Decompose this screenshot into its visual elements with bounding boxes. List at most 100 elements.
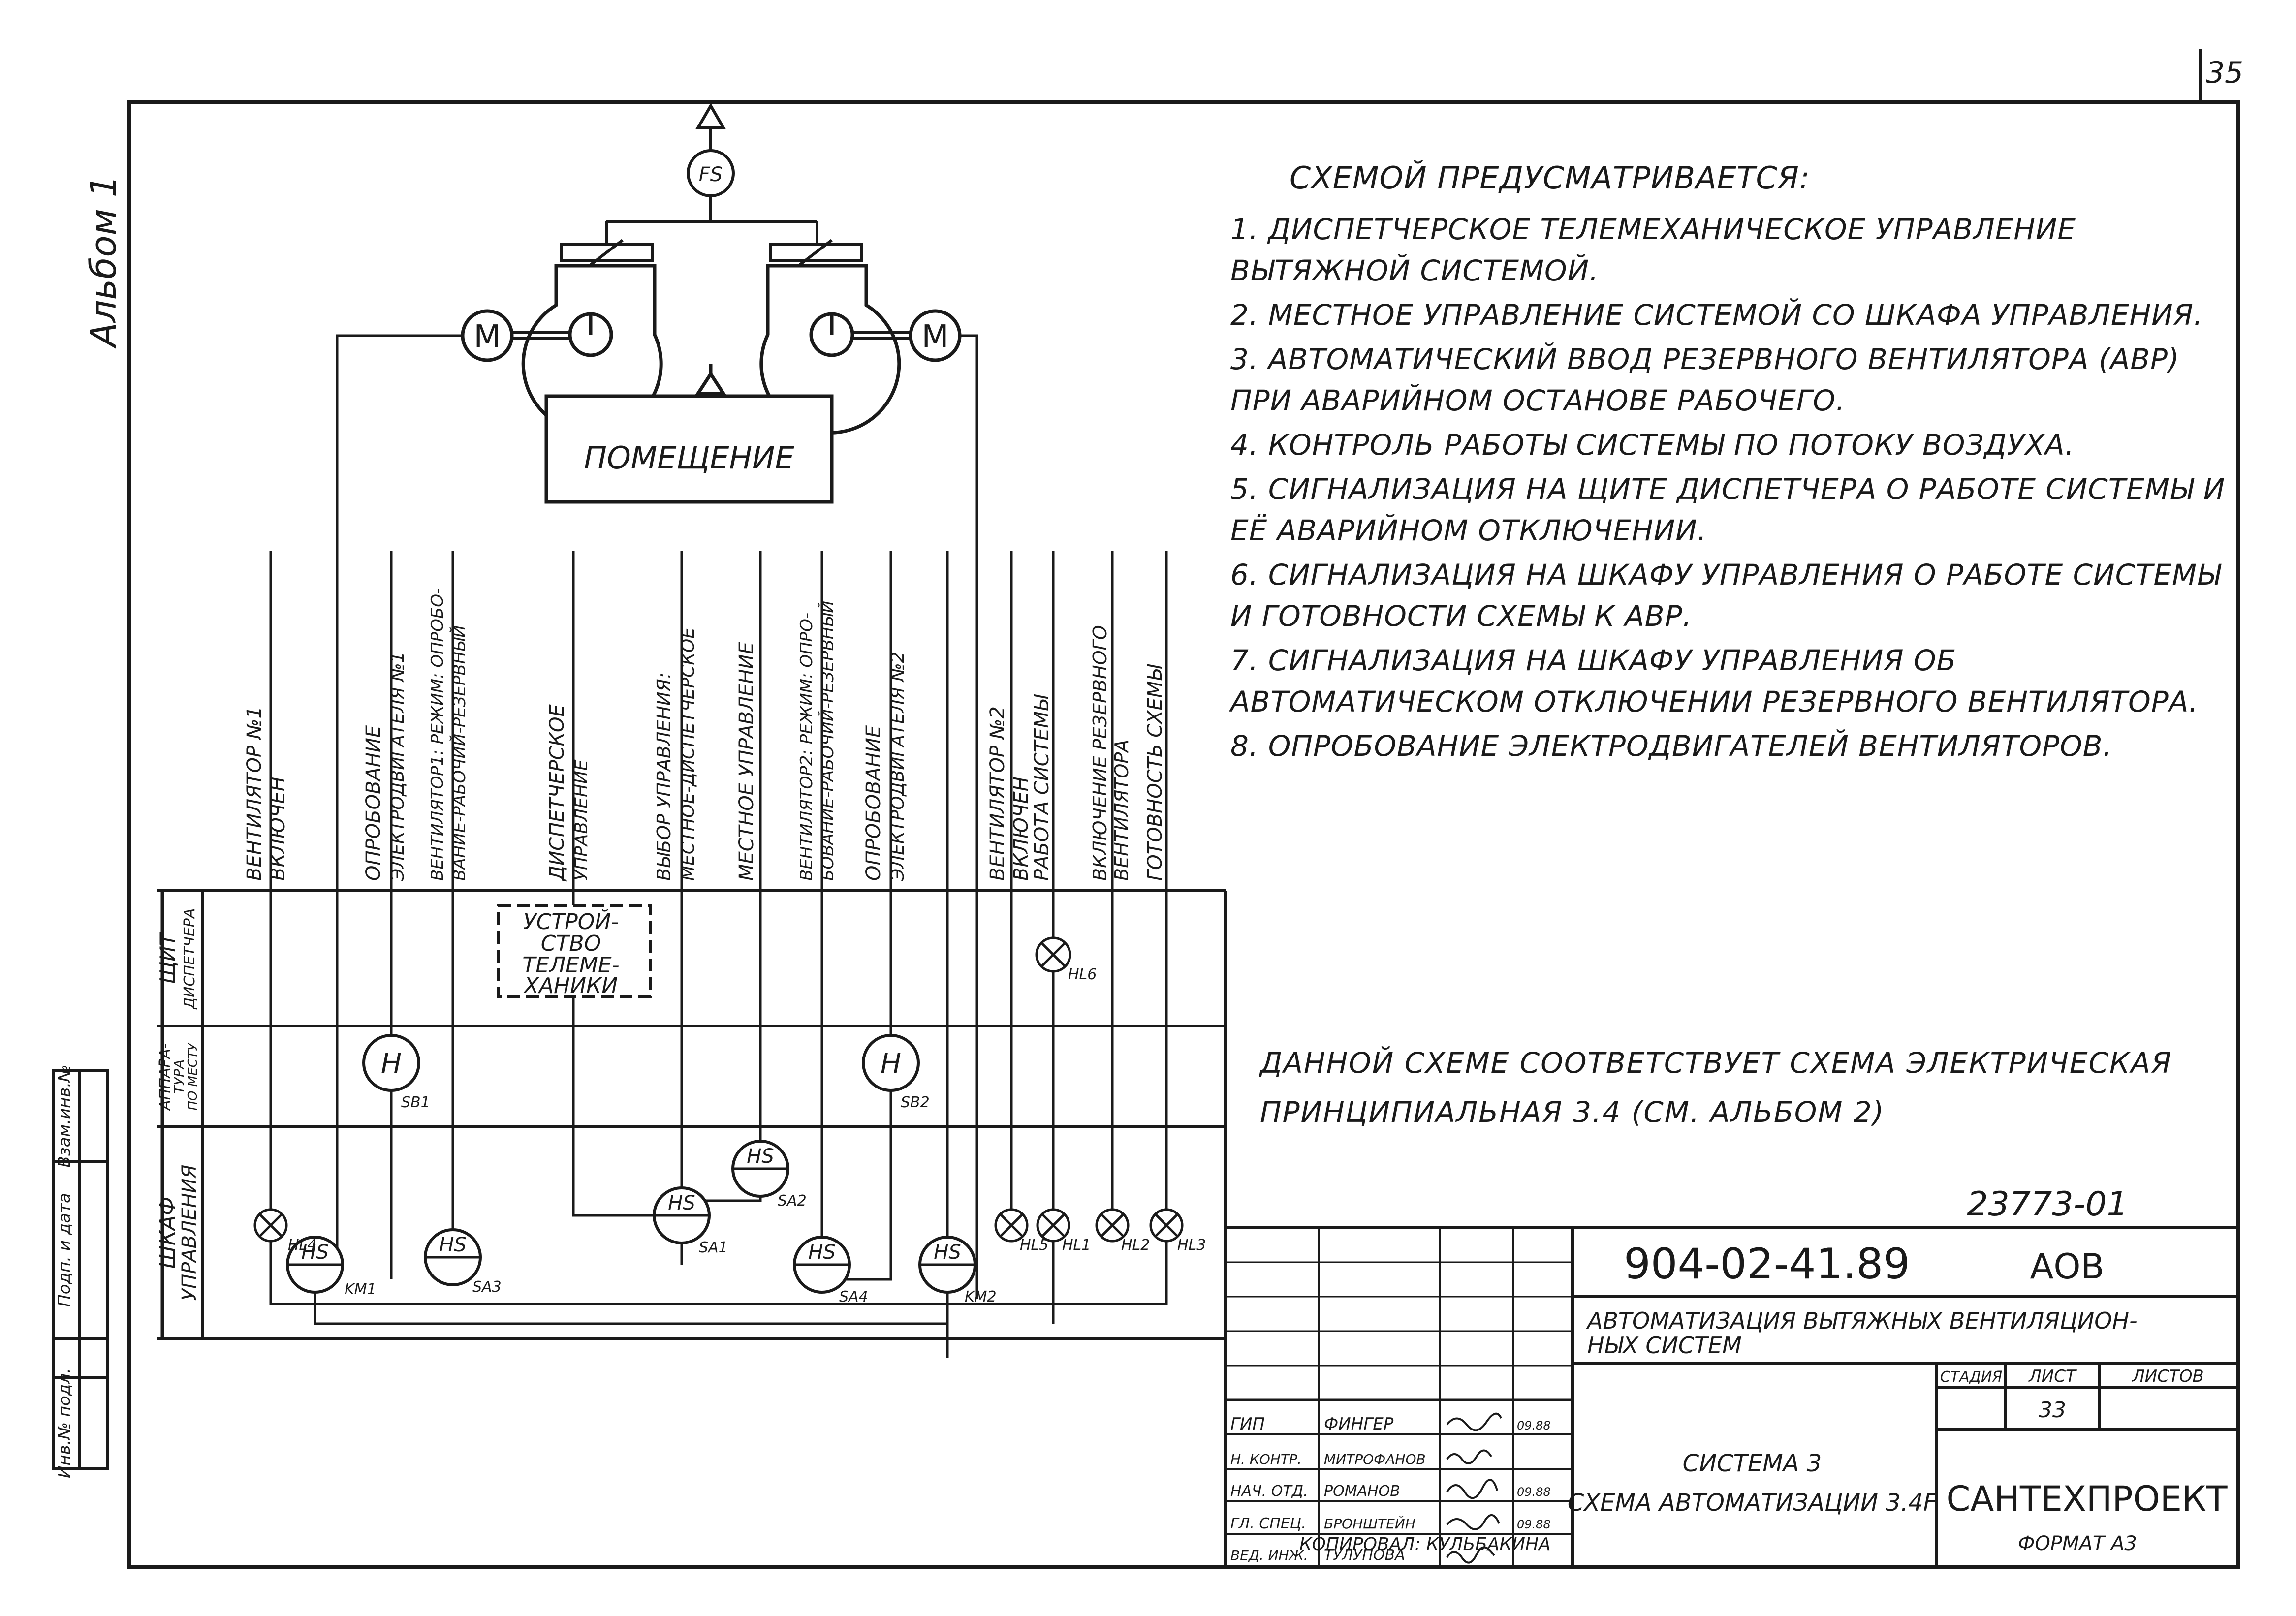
sheets-label: ЛИСТОВ <box>2131 1367 2204 1386</box>
motor-2-label: M <box>921 319 948 355</box>
title-block-grid <box>1224 1226 2238 1567</box>
flow-sensor-fs: FS <box>687 149 735 197</box>
sheet-number: 33 <box>2039 1398 2066 1423</box>
damper-fan-2 <box>769 239 863 266</box>
format: ФОРМАТ А3 <box>2018 1532 2137 1555</box>
lamp-hl2 <box>1095 1208 1130 1243</box>
tag-hl4: HL4 <box>288 1237 316 1254</box>
project-title-1: АВТОМАТИЗАЦИЯ ВЫТЯЖНЫХ ВЕНТИЛЯЦИОН- <box>1586 1307 2138 1334</box>
col-system-run: РАБОТА СИСТЕМЫ <box>1031 694 1053 881</box>
tag-hl1: HL1 <box>1062 1237 1091 1254</box>
signer-date-1: 09.88 <box>1517 1419 1551 1432</box>
tag-sa3: SA3 <box>472 1278 502 1296</box>
signal-lines <box>269 551 1168 1358</box>
switch-sa3: HS <box>424 1228 482 1286</box>
note-item-8: 8. Опробование электродвигателей вентиля… <box>1230 729 2113 763</box>
signatures <box>1446 1412 1502 1564</box>
room-label: ПОМЕЩЕНИЕ <box>584 440 794 476</box>
col-test-m2-1: ОПРОБОВАНИЕ <box>862 725 885 881</box>
signer-date-3: 09.88 <box>1517 1485 1551 1499</box>
svg-text:HS: HS <box>747 1145 774 1168</box>
col-fan1-on-1: ВЕНТИЛЯТОР №1 <box>243 706 266 881</box>
document-suffix: АОВ <box>2030 1246 2104 1287</box>
col-reserve-2: ВЕНТИЛЯТОРА <box>1111 740 1132 881</box>
note-item-4: 4. Контроль работы системы по потоку воз… <box>1230 428 2075 462</box>
switch-sa4: HS <box>793 1236 851 1294</box>
room-box <box>544 364 834 504</box>
tag-hl2: HL2 <box>1121 1237 1150 1254</box>
tag-sa1: SA1 <box>699 1239 728 1256</box>
signer-role-3: НАЧ. ОТД. <box>1230 1483 1308 1500</box>
row-local-2: ТУРА <box>171 1059 187 1094</box>
project-title-2: НЫХ СИСТЕМ <box>1587 1332 1742 1359</box>
motor-wires <box>336 334 978 1279</box>
motor-1-label: M <box>473 319 501 355</box>
svg-text:H: H <box>881 1048 901 1080</box>
lamp-hl3 <box>1149 1208 1184 1243</box>
stamp-replace-inv: Взам.инв.№ <box>55 1064 74 1167</box>
col-fan2-mode-1: ВЕНТИЛЯТОР2: РЕЖИМ: ОПРО- <box>797 613 817 881</box>
column-headers: ВЕНТИЛЯТОР №1 ВКЛЮЧЕН ОПРОБОВАНИЕ ЭЛЕКТР… <box>243 588 1166 882</box>
album-label: Альбом 1 <box>83 175 124 348</box>
note-item-2: 2. Местное управление системой со шкафа … <box>1230 298 2203 332</box>
col-fan1-mode-1: ВЕНТИЛЯТОР1: РЕЖИМ: ОПРОБО- <box>428 588 447 881</box>
tag-sb2: SB2 <box>901 1094 930 1111</box>
switch-symbols: HS HS HS HS HS HS <box>286 1140 976 1294</box>
tag-sa4: SA4 <box>839 1288 868 1305</box>
stage-label: СТАДИЯ <box>1940 1368 2003 1386</box>
damper-fan-1 <box>560 239 654 266</box>
cabinet-wiring <box>269 996 1168 1325</box>
push-button-sb2: H <box>862 1034 920 1092</box>
drawing-title-1: СИСТЕМА 3 <box>1683 1450 1822 1477</box>
switch-km1: HS <box>286 1236 344 1294</box>
organization: САНТЕХПРОЕКТ <box>1947 1479 2228 1519</box>
signer-date-4: 09.88 <box>1517 1518 1551 1531</box>
col-fan1-mode-2: ВАНИЕ-РАБОЧИЙ-РЕЗЕРВНЫЙ <box>449 625 470 881</box>
signer-role-1: ГИП <box>1230 1414 1265 1434</box>
stamp-orig-inv: Инв.№ подл. <box>55 1368 74 1478</box>
col-dispatch-1: ДИСПЕТЧЕРСКОЕ <box>546 704 568 882</box>
tag-hl3: HL3 <box>1177 1237 1206 1254</box>
document-code: 904-02-41.89 <box>1624 1240 1910 1289</box>
row-dispatcher-1: ЩИТ <box>156 932 180 984</box>
col-select-2: МЕСТНОЕ-ДИСПЕТЧЕРСКОЕ <box>678 627 698 881</box>
switch-sa2: HS <box>731 1140 789 1198</box>
svg-text:HS: HS <box>808 1241 835 1264</box>
svg-text:ТЕЛЕМЕ-: ТЕЛЕМЕ- <box>522 953 619 978</box>
row-local-3: ПО МЕСТУ <box>186 1042 200 1110</box>
notes-heading: Схемой предусматривается: <box>1290 160 1810 196</box>
motor-1: M <box>461 309 571 362</box>
row-cabinet-2: УПРАВЛЕНИЯ <box>178 1165 201 1301</box>
switch-km2: HS <box>918 1236 976 1294</box>
note-item-6: 6. Сигнализация на шкафу управления о ра… <box>1230 558 2221 633</box>
drawing-title-2: СХЕМА АВТОМАТИЗАЦИИ 3.4F <box>1568 1489 1938 1517</box>
stamp-sign-date: Подп. и дата <box>55 1193 74 1307</box>
copied-by: КОПИРОВАЛ: КУЛЬБАКИНА <box>1299 1534 1551 1554</box>
signer-name-4: БРОНШТЕЙН <box>1324 1515 1415 1532</box>
col-fan2-on-2: ВКЛЮЧЕН <box>1010 777 1033 881</box>
svg-text:HS: HS <box>439 1234 466 1256</box>
svg-text:УСТРОЙ-: УСТРОЙ- <box>523 908 619 934</box>
lamp-hl4 <box>253 1208 288 1243</box>
row-dispatcher-2: ДИСПЕТЧЕРА <box>181 908 198 1010</box>
col-test-m2-2: ЭЛЕКТРОДВИГАТЕЛЯ №2 <box>888 652 908 881</box>
svg-text:ХАНИКИ: ХАНИКИ <box>523 973 618 998</box>
tag-km1: KM1 <box>345 1281 377 1298</box>
signer-role-2: Н. КОНТР. <box>1230 1451 1302 1467</box>
col-ready: ГОТОВНОСТЬ СХЕМЫ <box>1144 664 1166 881</box>
col-test-m1-2: ЭЛЕКТРОДВИГАТЕЛЯ №1 <box>388 652 408 881</box>
col-fan2-on-1: ВЕНТИЛЯТОР №2 <box>986 706 1009 881</box>
lamp-hl1 <box>1036 1208 1070 1243</box>
tag-sb1: SB1 <box>401 1094 430 1111</box>
fan-1 <box>521 264 663 435</box>
svg-text:СТВО: СТВО <box>541 931 601 956</box>
svg-text:HS: HS <box>668 1192 695 1214</box>
row-local-1: АППАРА- <box>157 1043 174 1111</box>
col-local: МЕСТНОЕ УПРАВЛЕНИЕ <box>735 642 758 881</box>
signer-name-1: ФИНГЕР <box>1324 1414 1394 1434</box>
left-stamp-strip <box>52 1069 109 1470</box>
col-dispatch-2: УПРАВЛЕНИЕ <box>571 759 592 881</box>
tag-hl6: HL6 <box>1068 966 1097 983</box>
archive-number: 23773-01 <box>1967 1185 2128 1224</box>
signer-name-3: РОМАНОВ <box>1324 1483 1400 1500</box>
